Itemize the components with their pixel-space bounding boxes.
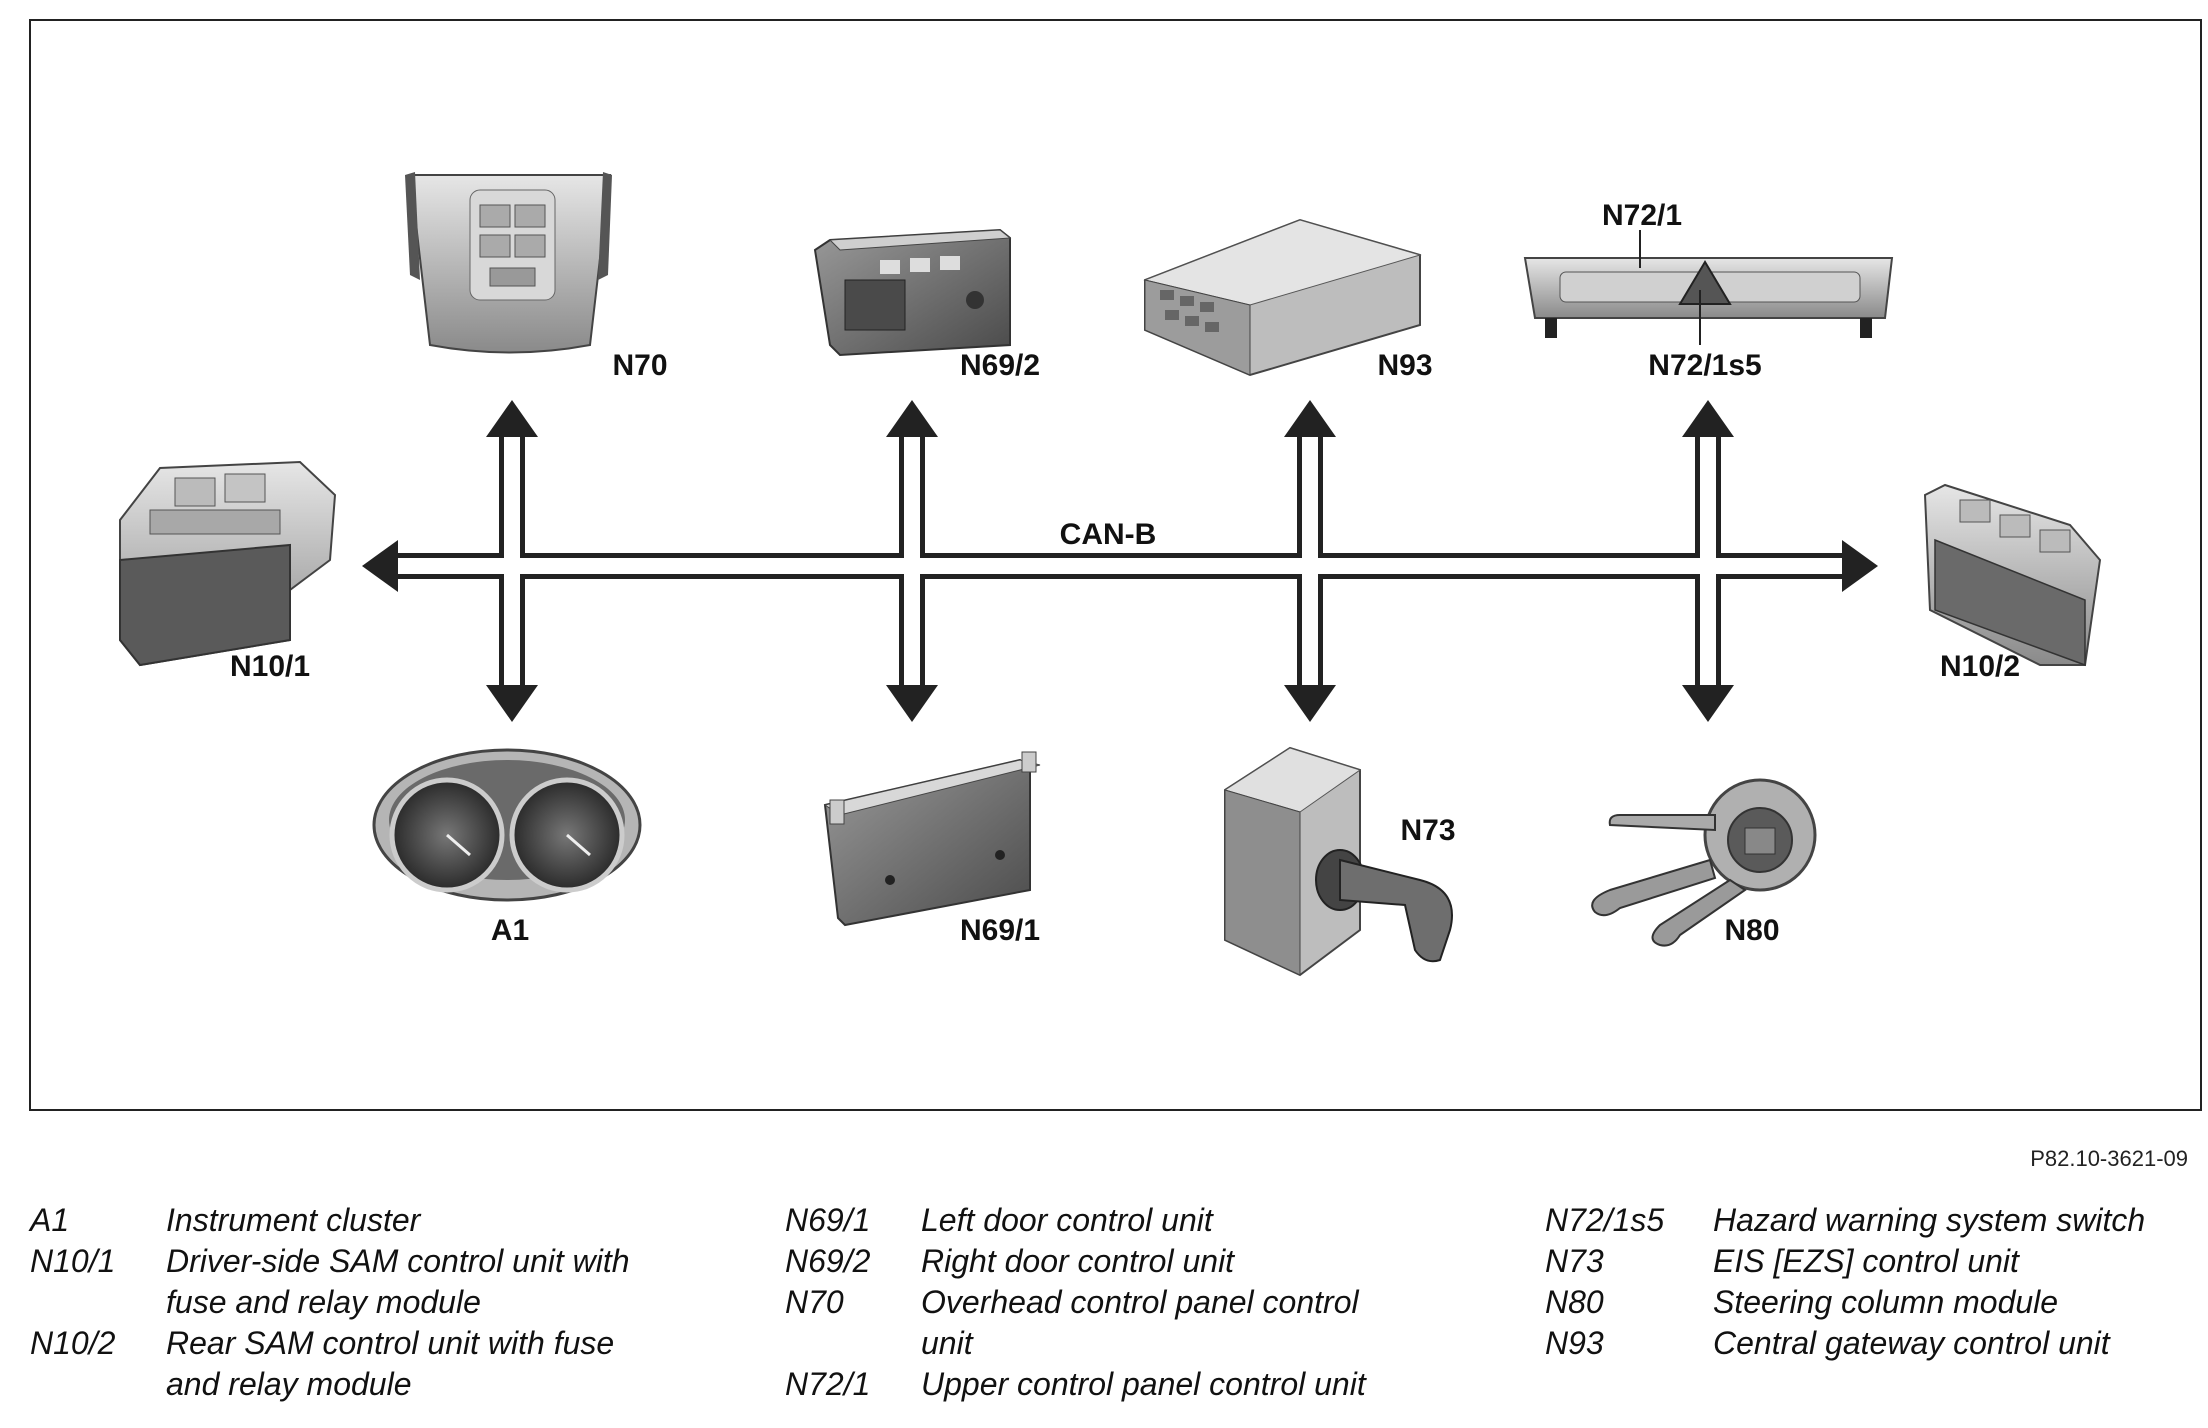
- label-n80: N80: [1724, 914, 1779, 947]
- n69-1-door-unit-image: [823, 751, 1041, 927]
- stalk-left-icon: [1591, 858, 1717, 917]
- n72-1-upper-panel-image: [1523, 230, 1894, 345]
- arrow-up-icon: [1682, 400, 1734, 437]
- arrow-down-icon: [1682, 685, 1734, 722]
- label-n72-1s5: N72/1s5: [1648, 349, 1761, 382]
- n69-2-door-unit-image: [813, 228, 1012, 357]
- label-n73: N73: [1400, 814, 1455, 847]
- a1-instrument-cluster-image: [372, 748, 642, 902]
- label-n72-1: N72/1: [1602, 199, 1682, 232]
- bus-label: CAN-B: [1060, 518, 1157, 551]
- hazard-triangle-icon: [1678, 260, 1732, 305]
- label-n10-2: N10/2: [1940, 650, 2020, 683]
- label-n93: N93: [1377, 349, 1432, 382]
- label-n70: N70: [612, 349, 667, 382]
- n70-overhead-panel-image: [405, 172, 612, 354]
- label-n69-1: N69/1: [960, 914, 1040, 947]
- arrow-right-icon: [1842, 540, 1878, 592]
- n10-2-sam-module-image: [1923, 483, 2102, 667]
- arrow-down-icon: [886, 685, 938, 722]
- n93-gateway-image: [1143, 218, 1422, 377]
- n73-eis-ignition-image: [1223, 746, 1453, 977]
- arrow-up-icon: [1284, 400, 1336, 437]
- key-icon: [1339, 858, 1453, 963]
- arrow-left-icon: [362, 540, 398, 592]
- arrow-up-icon: [886, 400, 938, 437]
- arrow-down-icon: [486, 685, 538, 722]
- n10-1-sam-module-image: [119, 460, 337, 667]
- label-a1: A1: [491, 914, 529, 947]
- figure-reference: P82.10-3621-09: [2030, 1146, 2188, 1171]
- arrow-down-icon: [1284, 685, 1336, 722]
- n80-steering-column-image: [1591, 778, 1817, 947]
- stalk-lower-icon: [1651, 878, 1747, 947]
- can-b-bus: [362, 400, 1878, 722]
- arrow-up-icon: [486, 400, 538, 437]
- label-n10-1: N10/1: [230, 650, 310, 683]
- label-n69-2: N69/2: [960, 349, 1040, 382]
